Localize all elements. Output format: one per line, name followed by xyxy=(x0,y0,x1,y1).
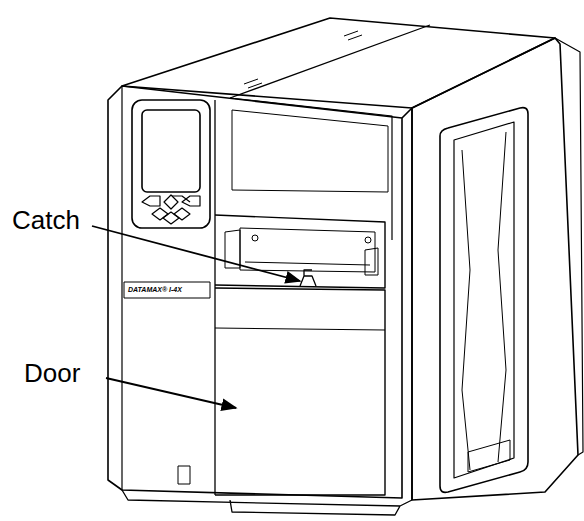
front-edge xyxy=(402,108,412,500)
window-pane xyxy=(232,110,388,192)
display-screen xyxy=(142,110,200,192)
top-grip xyxy=(244,31,362,88)
printer-base xyxy=(122,490,412,515)
leader-line xyxy=(92,226,300,281)
screw xyxy=(252,235,258,241)
side-window xyxy=(440,108,528,493)
printer-top xyxy=(122,18,555,108)
media-guide xyxy=(225,230,378,275)
power-switch xyxy=(178,466,190,484)
panel-divider xyxy=(214,100,215,495)
front-bevel xyxy=(121,86,122,490)
leader-line xyxy=(106,378,236,408)
keypad xyxy=(142,195,200,224)
side-edge xyxy=(555,38,583,455)
printer-front xyxy=(108,86,402,498)
door xyxy=(215,288,385,495)
media-opening xyxy=(215,215,385,288)
print-mechanism xyxy=(240,228,375,272)
top-seam xyxy=(230,25,430,98)
printer-side xyxy=(412,38,578,500)
screw xyxy=(365,237,371,243)
panel-bezel xyxy=(132,100,210,228)
side-latch xyxy=(468,440,510,472)
brand-badge: DATAMAX® I-4X xyxy=(128,286,182,293)
part-label: Catch xyxy=(12,207,80,233)
side-window-fold xyxy=(462,132,506,470)
side-window-inner xyxy=(454,122,514,478)
part-label: Door xyxy=(24,360,80,386)
catch xyxy=(300,270,316,286)
badge-plate xyxy=(124,282,210,298)
platen xyxy=(245,262,370,265)
door-fold xyxy=(215,328,385,330)
